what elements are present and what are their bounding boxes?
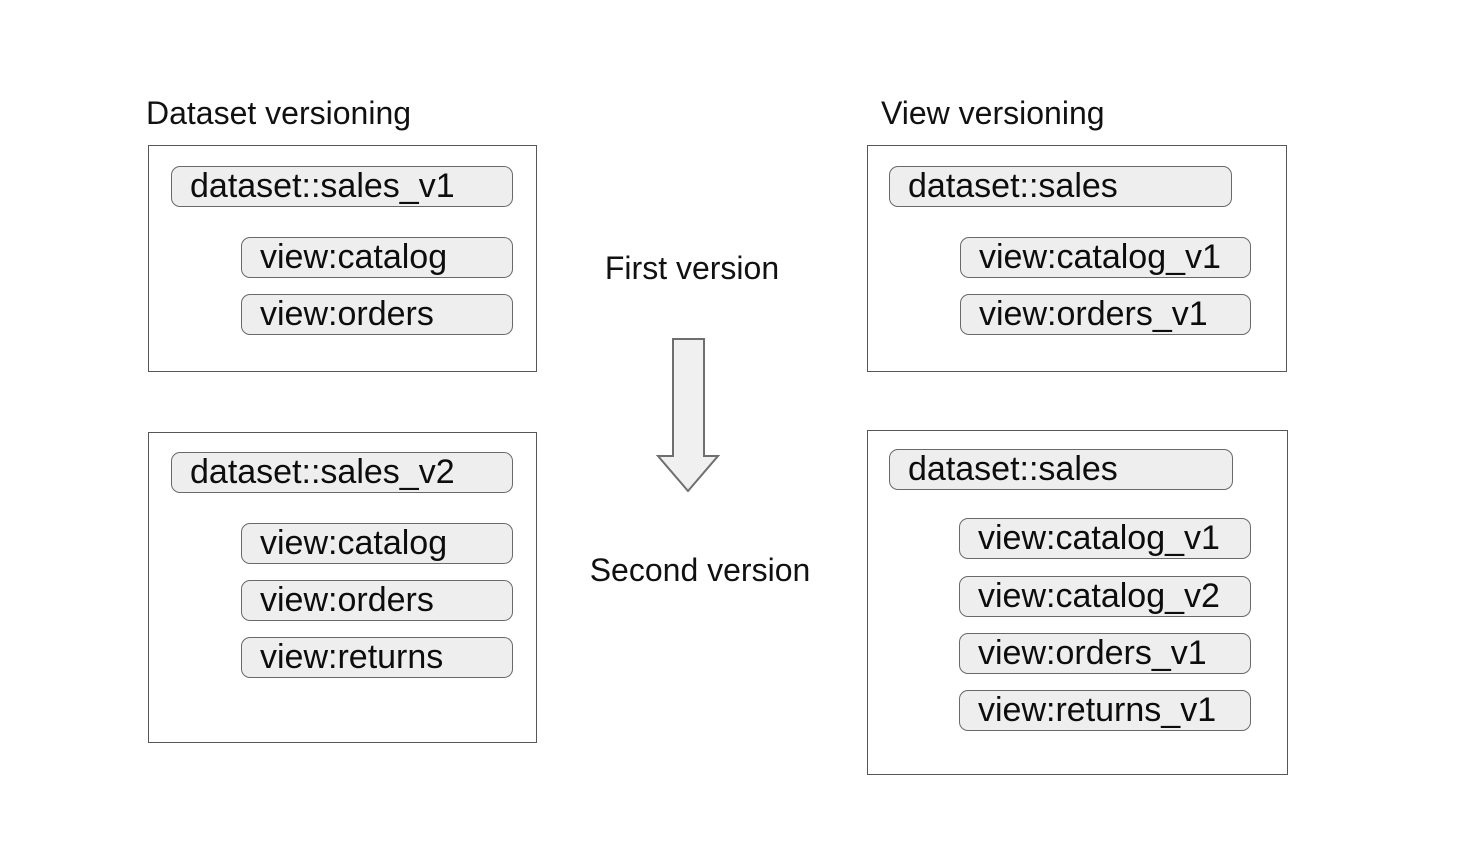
view-pill: view:returns_v1 (959, 690, 1251, 731)
view-versioning-title: View versioning (881, 95, 1105, 131)
view-pill: view:catalog_v2 (959, 576, 1251, 617)
view-pill: view:returns (241, 637, 513, 678)
dataset-versioning-second-box: dataset::sales_v2 view:catalog view:orde… (148, 432, 537, 743)
view-pill: view:catalog (241, 237, 513, 278)
view-pill: view:catalog_v1 (960, 237, 1251, 278)
view-pill: view:orders_v1 (960, 294, 1251, 335)
view-pill: view:catalog_v1 (959, 518, 1251, 559)
view-pill: view:catalog (241, 523, 513, 564)
dataset-versioning-first-box: dataset::sales_v1 view:catalog view:orde… (148, 145, 537, 372)
dataset-pill: dataset::sales_v1 (171, 166, 513, 207)
dataset-pill: dataset::sales (889, 166, 1232, 207)
dataset-versioning-title: Dataset versioning (146, 95, 412, 131)
first-version-label: First version (604, 250, 780, 286)
view-pill: view:orders (241, 580, 513, 621)
view-pill: view:orders (241, 294, 513, 335)
dataset-pill: dataset::sales (889, 449, 1233, 490)
dataset-pill: dataset::sales_v2 (171, 452, 513, 493)
view-versioning-first-box: dataset::sales view:catalog_v1 view:orde… (867, 145, 1287, 372)
second-version-label: Second version (589, 552, 811, 588)
view-pill: view:orders_v1 (959, 633, 1251, 674)
view-versioning-second-box: dataset::sales view:catalog_v1 view:cata… (867, 430, 1288, 775)
